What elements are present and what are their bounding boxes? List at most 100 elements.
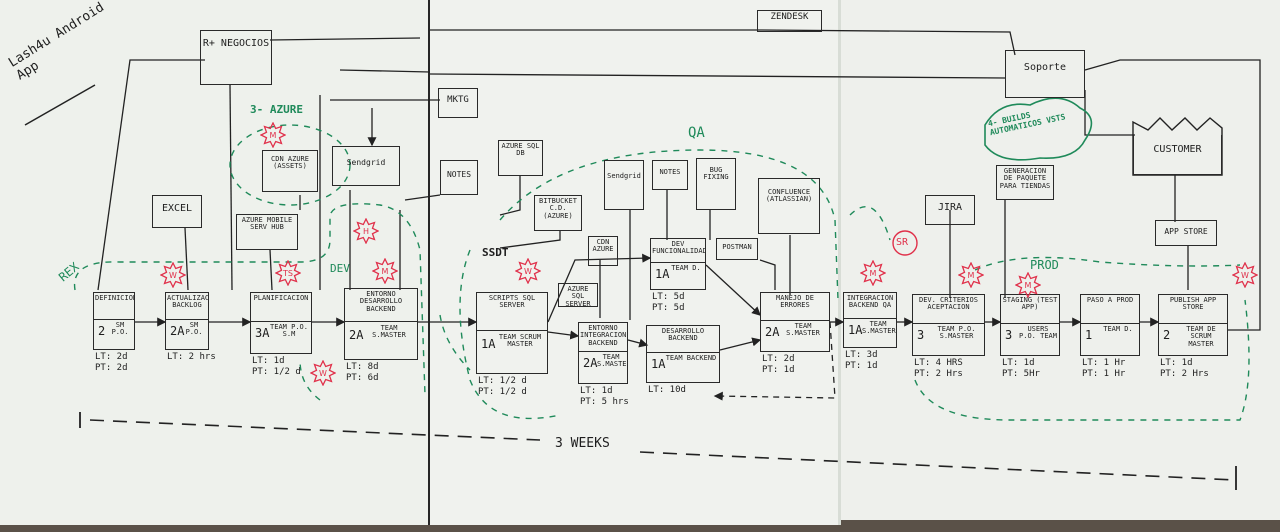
process-time: PT: 1d [762, 365, 795, 376]
process-step-team: TEAM SCRUM MASTER [498, 333, 542, 349]
system-jira: JIRA [925, 195, 975, 225]
process-step-team: TEAM P.O. S.M [270, 323, 308, 339]
process-step-team: TEAM S.MASTER [372, 324, 406, 340]
lead-time: LT: 3d [845, 350, 878, 360]
system-azure-sql: AZURE SQL DB [498, 140, 543, 176]
timeline-label: 3 WEEKS [555, 436, 610, 451]
process-step-team-size: 2A [583, 356, 598, 370]
process-step-team: USERS P.O. TEAM [1019, 325, 1057, 341]
system-mktg: MKTG [438, 88, 478, 118]
process-step-box: DEV FUNCIONALIDADES1ATEAM D. [650, 238, 706, 290]
process-time: PT: 6d [346, 373, 379, 384]
lead-time: LT: 1 Hr [1082, 358, 1126, 368]
process-step-team-size: 1A [651, 357, 666, 371]
process-step-divider [251, 321, 311, 322]
process-step-team: TEAM S.MASTER [862, 320, 896, 336]
sheet-fold [838, 0, 841, 525]
process-step-name: PASO A PROD [1086, 296, 1134, 304]
process-step-metrics: LT: 2 hrs [167, 352, 216, 363]
waste-burst-icon: W [1232, 262, 1258, 288]
waste-burst-label: W [319, 369, 327, 378]
process-step-team-size: 1A [655, 267, 670, 281]
waste-burst-label: W [524, 267, 532, 276]
system-cdn: CDN AZURE (ASSETS) [262, 150, 318, 192]
waste-burst-label: M [870, 269, 877, 278]
waste-burst-icon: W [160, 262, 186, 288]
process-time: PT: 2 Hrs [914, 369, 963, 380]
system-azure-sql-server: AZURE SQL SERVER [558, 283, 598, 307]
process-step-team: SM P.O. [111, 321, 129, 337]
waste-burst-icon: W [515, 258, 541, 284]
system-bug-fixing: BUG FIXING [696, 158, 736, 210]
process-step-divider [913, 323, 984, 324]
waste-burst-icon: M [1015, 272, 1041, 298]
lead-time: LT: 1d [580, 386, 613, 396]
process-step-name: STAGING (TEST APP) [1002, 296, 1058, 312]
system-sendgrid-2: Sendgrid [604, 160, 644, 210]
process-step-team-size: 3A [255, 326, 270, 340]
waste-burst-label: W [1241, 271, 1249, 280]
system-app-store: APP STORE [1155, 220, 1217, 246]
ssdt-label: SSDT [482, 246, 509, 259]
waste-burst-icon: M [958, 262, 984, 288]
process-step-team: TEAM S.MASTER [597, 353, 628, 369]
process-step-divider [166, 319, 208, 320]
process-step-team: TEAM DE SCRUM MASTER [1186, 325, 1216, 348]
process-step-name: PUBLISH APP STORE [1169, 296, 1217, 312]
process-time: PT: 1d [845, 361, 878, 372]
system-sendgrid: Sendgrid [332, 146, 400, 186]
lead-time: LT: 4 HRS [914, 358, 963, 368]
process-step-divider [1081, 323, 1139, 324]
prod-label: PROD [1030, 258, 1059, 272]
sr-label: SR [896, 237, 909, 248]
waste-burst-label: W [169, 271, 177, 280]
process-time: PT: 1/2 d [478, 387, 527, 398]
waste-burst-icon: M [372, 258, 398, 284]
process-step-name: DESARROLLO BACKEND [661, 327, 705, 343]
process-step-name: PLANIFICACION [253, 294, 309, 302]
qa-label: QA [688, 125, 705, 141]
process-time: PT: 2 Hrs [1160, 369, 1209, 380]
system-postman: POSTMAN [716, 238, 758, 260]
lead-time: LT: 5d [652, 292, 685, 302]
dev-label: DEV [330, 262, 350, 275]
process-step-team-size: 1 [1085, 328, 1093, 342]
process-step-team-size: 1A [481, 337, 496, 351]
process-step-name: DEFINICION [95, 294, 135, 302]
system-notes: NOTES [440, 160, 478, 195]
process-step-team: TEAM S.MASTER [786, 322, 820, 338]
lead-time: LT: 1d [1160, 358, 1193, 368]
lead-time: LT: 8d [346, 362, 379, 372]
process-time: PT: 5Hr [1002, 369, 1040, 380]
process-step-team-size: 1A [848, 323, 863, 337]
system-notes-2: NOTES [652, 160, 688, 190]
process-step-divider [651, 262, 705, 263]
waste-burst-icon: M [860, 260, 886, 286]
system-rr-negocios: R+ NEGOCIOS [200, 30, 272, 85]
process-step-team-size: 2 [1163, 328, 1171, 342]
waste-burst-label: M [382, 267, 389, 276]
system-zendesk: ZENDESK [757, 10, 822, 32]
system-azure-mobile: AZURE MOBILE SERV HUB [236, 214, 298, 250]
waste-burst-label: M [270, 131, 277, 140]
process-time: PT: 1/2 d [252, 367, 301, 378]
process-step-name: DEV FUNCIONALIDADES [652, 240, 706, 256]
paper-sheet-right [840, 0, 1280, 520]
process-step-divider [345, 321, 417, 322]
waste-burst-icon: H [353, 218, 379, 244]
process-time: PT: 5d [652, 303, 685, 314]
